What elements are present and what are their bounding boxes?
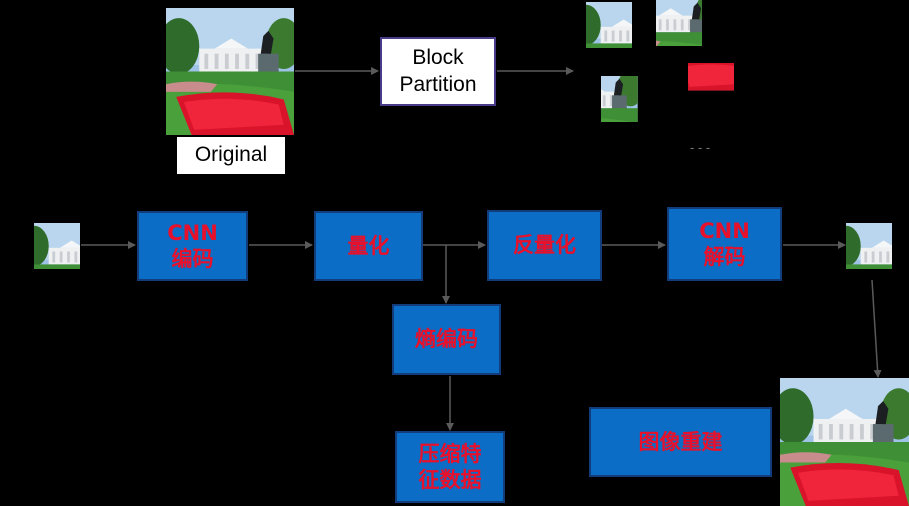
original-image [166, 8, 294, 135]
cnn-encode-label: CNN 编码 [167, 220, 218, 271]
input-block-image [34, 223, 80, 269]
original-label-box: Original [177, 137, 285, 174]
cnn-encode-box: CNN 编码 [137, 211, 248, 281]
output-block-image [846, 223, 892, 269]
original-label: Original [194, 143, 268, 167]
dequantize-label: 反量化 [513, 233, 576, 258]
block-tile-1 [586, 2, 632, 48]
arrow-output-to-reconstructed [871, 279, 882, 378]
cnn-decode-label: CNN 解码 [699, 218, 750, 269]
compressed-features-box: 压缩特 征数据 [395, 431, 505, 503]
cnn-decode-box: CNN 解码 [667, 207, 782, 281]
compressed-features-label: 压缩特 征数据 [418, 441, 482, 492]
block-tile-4 [688, 63, 734, 109]
quantize-box: 量化 [314, 211, 423, 281]
block-partition-box: Block Partition [380, 37, 496, 106]
quantize-label: 量化 [347, 233, 390, 258]
more-blocks-ellipsis: - - - [690, 140, 711, 155]
reconstruction-label: 图像重建 [638, 429, 723, 454]
reconstructed-image [780, 378, 909, 506]
block-partition-label: Block Partition [399, 46, 477, 96]
entropy-coding-label: 熵编码 [415, 327, 478, 352]
block-tile-2 [656, 0, 702, 46]
entropy-coding-box: 熵编码 [392, 304, 501, 375]
dequantize-box: 反量化 [487, 210, 602, 281]
reconstruction-box: 图像重建 [589, 407, 772, 477]
block-tile-3 [601, 76, 647, 122]
